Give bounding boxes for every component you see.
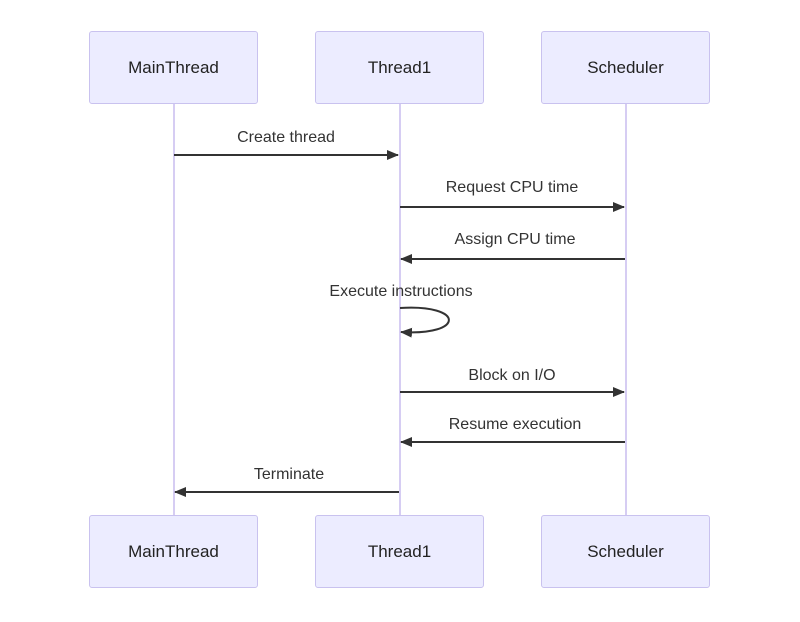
participant-thread1-bottom: Thread1 xyxy=(315,515,484,588)
lifeline-thread1 xyxy=(399,104,401,516)
message-label-assign-cpu-time: Assign CPU time xyxy=(454,231,576,248)
message-label-resume-execution: Resume execution xyxy=(448,416,582,433)
message-arrow-execute-instructions xyxy=(399,306,450,338)
message-label-block-on-io: Block on I/O xyxy=(468,367,556,384)
participant-thread1-top: Thread1 xyxy=(315,31,484,104)
message-label-execute-instructions: Execute instructions xyxy=(329,283,473,300)
message-label-terminate: Terminate xyxy=(253,466,325,483)
participant-mainthread-bottom: MainThread xyxy=(89,515,258,588)
lifeline-scheduler xyxy=(625,104,627,516)
message-label-request-cpu-time: Request CPU time xyxy=(445,179,579,196)
participant-mainthread-top: MainThread xyxy=(89,31,258,104)
message-label-create-thread: Create thread xyxy=(237,129,335,146)
participant-scheduler-bottom: Scheduler xyxy=(541,515,710,588)
participant-scheduler-top: Scheduler xyxy=(541,31,710,104)
lifeline-mainthread xyxy=(173,104,175,516)
